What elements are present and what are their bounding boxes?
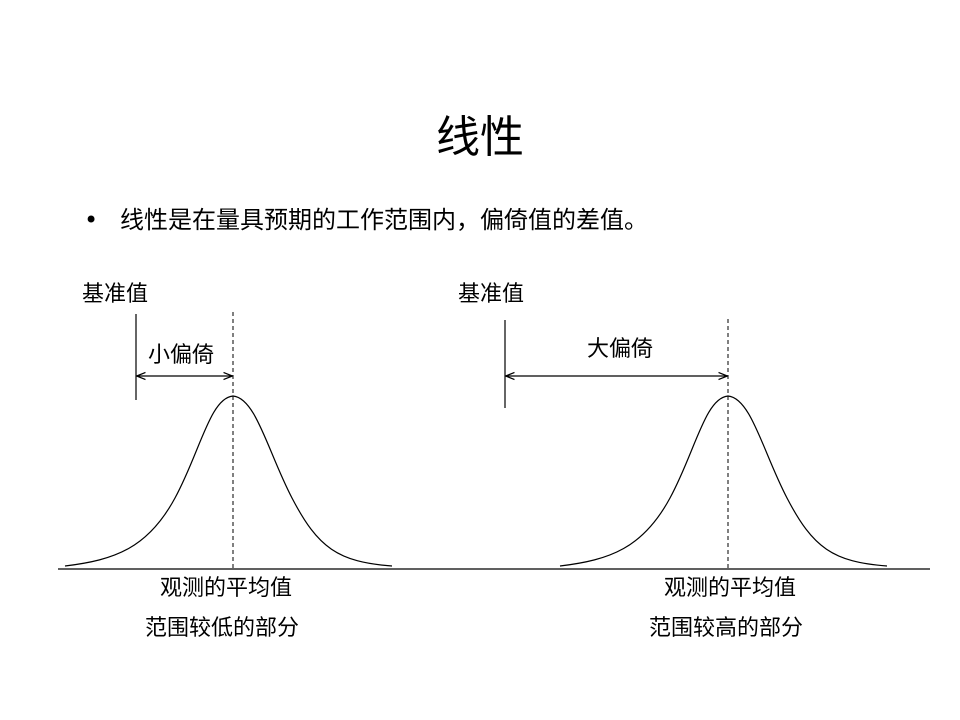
right-bias-label: 大偏倚 bbox=[587, 337, 654, 362]
right-mean-caption: 观测的平均值 bbox=[663, 576, 796, 601]
left-range-caption: 范围较低的部分 bbox=[144, 616, 299, 641]
left-distribution-curve bbox=[64, 395, 393, 567]
left-bias-label: 小偏倚 bbox=[148, 343, 215, 368]
left-reference-label: 基准值 bbox=[82, 282, 149, 307]
right-reference-label: 基准值 bbox=[458, 282, 525, 307]
bullet-text: 线性是在量具预期的工作范围内，偏倚值的差值。 bbox=[120, 206, 648, 234]
slide-title: 线性 bbox=[436, 112, 524, 163]
bullet-point: • 线性是在量具预期的工作范围内，偏倚值的差值。 bbox=[84, 203, 648, 237]
right-range-caption: 范围较高的部分 bbox=[648, 616, 803, 641]
bullet-icon: • bbox=[84, 206, 99, 234]
right-distribution-curve bbox=[559, 395, 888, 567]
left-mean-caption: 观测的平均值 bbox=[159, 576, 292, 601]
